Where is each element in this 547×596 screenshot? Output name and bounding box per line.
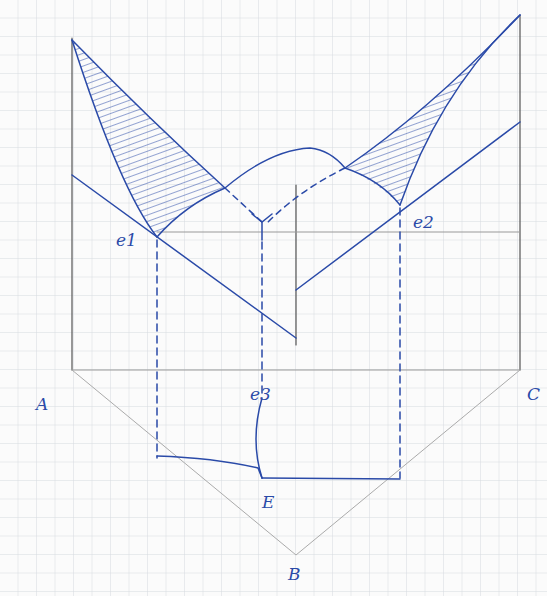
point-label: e2 bbox=[413, 214, 434, 231]
ink bbox=[72, 15, 520, 555]
point-label: E bbox=[262, 494, 274, 511]
point-label: A bbox=[36, 396, 48, 413]
point-label: e1 bbox=[116, 232, 137, 249]
point-label: e3 bbox=[250, 386, 271, 403]
point-label: B bbox=[288, 566, 301, 583]
point-label: C bbox=[527, 386, 540, 403]
